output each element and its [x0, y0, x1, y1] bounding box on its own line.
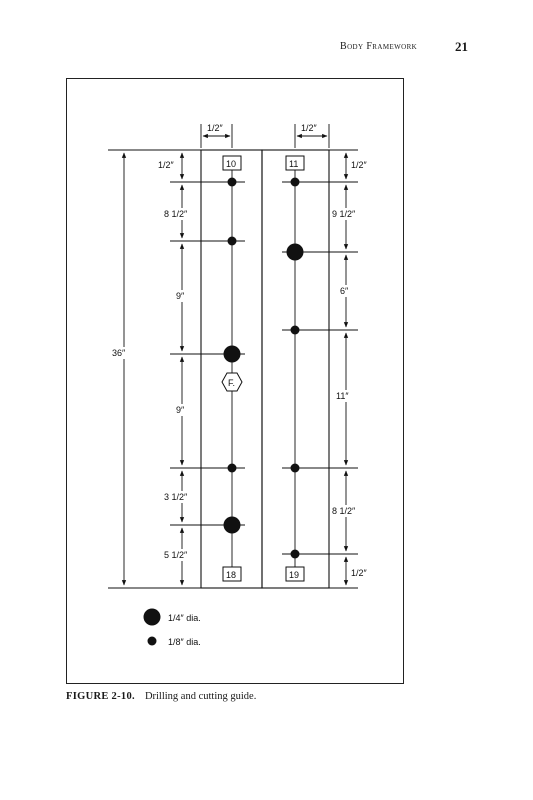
hole-small: [290, 549, 300, 559]
svg-text:11: 11: [289, 159, 298, 169]
right-width-dimension: 1/2″: [294, 123, 330, 148]
hole-small: [227, 236, 237, 246]
right-dimension-chain: 1/2″ 9 1/2″ 6″ 11″ 8 1/2″ 1/2″: [329, 149, 373, 589]
right-spacing-6: 1/2″: [351, 568, 368, 578]
hole-small: [227, 177, 237, 187]
left-dimension-chain: 1/2″ 8 1/2″ 9″ 9″ 3 1/2″ 5 1/2″: [156, 152, 199, 586]
legend-large-hole-icon: [143, 608, 161, 626]
overall-length-label: 36″: [112, 348, 126, 358]
legend-small-label: 1/8″ dia.: [168, 637, 201, 647]
left-width-label: 1/2″: [207, 123, 224, 133]
box-right-top: 11: [285, 155, 305, 171]
figure-caption-text: Drilling and cutting guide.: [144, 691, 257, 702]
hole-large: [223, 516, 241, 534]
figure-caption: FIGURE 2-10. Drilling and cutting guide.: [66, 691, 256, 702]
hole-small: [290, 325, 300, 335]
f-marker: F.: [221, 372, 243, 392]
svg-text:19: 19: [289, 570, 299, 580]
svg-text:F.: F.: [228, 378, 235, 388]
running-head: Body Framework 21: [300, 39, 470, 56]
left-spacing-5: 3 1/2″: [164, 492, 188, 502]
hole-small: [290, 463, 300, 473]
legend-large-label: 1/4″ dia.: [168, 613, 201, 623]
hole-small: [290, 177, 300, 187]
legend-small-hole-icon: [147, 636, 157, 646]
left-spacing-1: 1/2″: [158, 160, 175, 170]
left-spacing-3: 9″: [176, 291, 185, 301]
hole-large: [223, 345, 241, 363]
right-width-label: 1/2″: [301, 123, 318, 133]
right-spacing-2: 9 1/2″: [332, 209, 356, 219]
left-spacing-2: 8 1/2″: [164, 209, 188, 219]
overall-length-dimension: 36″: [108, 149, 201, 589]
svg-text:10: 10: [226, 159, 236, 169]
right-spacing-4: 11″: [336, 391, 349, 401]
left-width-dimension: 1/2″: [200, 123, 233, 148]
right-spacing-5: 8 1/2″: [332, 506, 356, 516]
hole-large: [286, 243, 304, 261]
right-spacing-3: 6″: [340, 286, 349, 296]
running-title: Body Framework: [340, 41, 418, 52]
box-left-bottom: 18: [222, 566, 242, 582]
figure-label: FIGURE 2-10.: [66, 691, 135, 702]
figure-frame: [66, 78, 404, 684]
left-spacing-4: 9″: [176, 405, 185, 415]
right-hole-ticks: [282, 181, 358, 555]
legend: 1/4″ dia. 1/8″ dia.: [143, 608, 201, 647]
svg-text:18: 18: [226, 570, 236, 580]
box-right-bottom: 19: [285, 566, 305, 582]
right-strip-outline: [261, 149, 330, 589]
left-spacing-6: 5 1/2″: [164, 550, 188, 560]
box-left-top: 10: [222, 155, 242, 171]
page-number: 21: [455, 39, 468, 54]
right-spacing-1: 1/2″: [351, 160, 368, 170]
hole-small: [227, 463, 237, 473]
